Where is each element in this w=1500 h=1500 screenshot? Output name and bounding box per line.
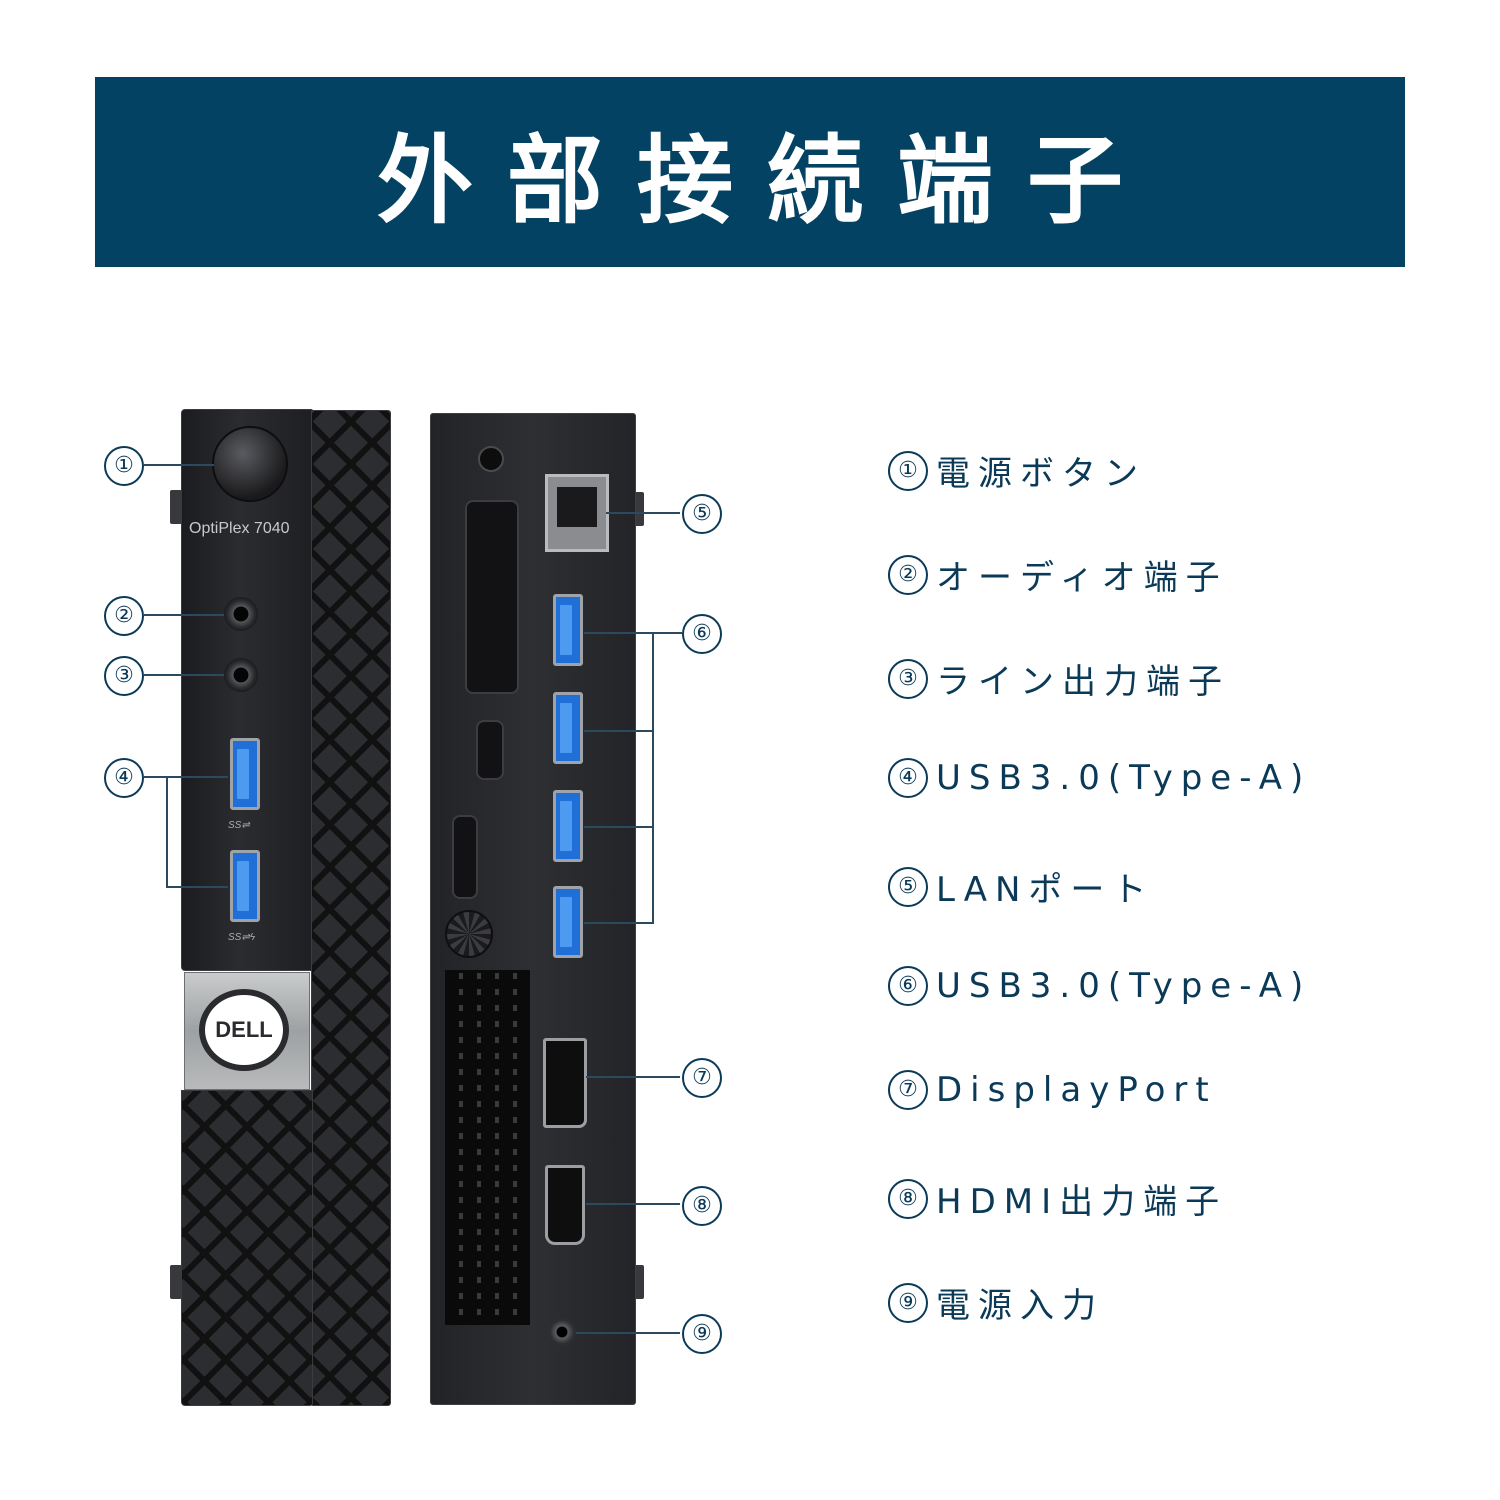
callout-line-6d [584,922,654,924]
callout-line-6c [584,826,654,828]
callout-9: ⑨ [682,1314,722,1354]
front-foot-bottom [170,1265,182,1299]
callout-line-7 [586,1076,680,1078]
legend-label: USB3.0(Type-A) [936,758,1312,798]
legend-num: ④ [888,758,928,798]
legend-item-front-usb: ④ USB3.0(Type-A) [888,758,1311,798]
page-title: 外部接続端子 [377,124,1157,237]
legend-label: USB3.0(Type-A) [936,966,1312,1006]
thumb-screw [445,910,493,958]
back-usb-port-2 [553,692,583,764]
callout-line-3 [144,674,224,676]
legend-item-hdmi: ⑧ HDMI出力端子 [888,1174,1227,1223]
legend-item-line-out: ③ ライン出力端子 [888,654,1230,703]
callout-8: ⑧ [682,1186,722,1226]
callout-1: ① [104,446,144,486]
legend-num: ② [888,554,928,595]
pc-front-grille [311,410,391,1406]
callout-line-4a [166,776,228,778]
power-button-image [212,426,288,502]
callout-line-6a [584,632,654,634]
legend-item-audio: ② オーディオ端子 [888,550,1228,599]
legend-label: ライン出力端子 [936,662,1230,702]
callout-line-6-stem [652,632,682,634]
lan-port-image [545,474,609,552]
callout-line-6b [584,730,654,732]
legend-label: HDMI出力端子 [936,1182,1228,1222]
model-label: OptiPlex 7040 [189,520,290,537]
callout-4: ④ [104,758,144,798]
legend-item-lan: ⑤ LANポート [888,862,1154,911]
callout-6: ⑥ [682,614,722,654]
legend-label: オーディオ端子 [936,558,1228,598]
displayport-image [543,1038,587,1128]
callout-line-2 [144,614,224,616]
callout-line-8 [586,1203,680,1205]
legend-num: ⑤ [888,866,928,907]
padlock-loop [476,720,504,780]
legend-num: ① [888,450,928,491]
back-vent [445,970,530,1325]
legend-item-power-button: ① 電源ボタン [888,446,1146,495]
antenna-slot [452,815,478,899]
legend-num: ⑦ [888,1070,928,1110]
dell-logo-text: DELL [215,1017,273,1042]
headphone-jack-image [224,597,258,631]
legend-item-displayport: ⑦ DisplayPort [888,1070,1217,1110]
callout-line-9 [576,1332,680,1334]
callout-line-1 [144,464,214,466]
line-out-jack-image [224,658,258,692]
expansion-slot-cover [465,500,519,694]
header-banner: 外部接続端子 [95,77,1405,267]
back-usb-port-1 [553,594,583,666]
callout-line-6-bracket [652,632,654,924]
legend-num: ③ [888,658,928,699]
callout-line-4-stem [144,776,166,778]
legend-item-power-input: ⑨ 電源入力 [888,1278,1104,1327]
legend-num: ⑨ [888,1282,928,1323]
legend-label: DisplayPort [936,1070,1217,1110]
callout-5: ⑤ [682,494,722,534]
callout-3: ③ [104,656,144,696]
callout-line-4-bracket [166,776,168,888]
usb-ss-charge-icon: SS⇌ϟ [228,932,256,943]
front-usb-port-1 [230,738,260,810]
back-usb-port-3 [553,790,583,862]
usb-ss-icon: SS⇌ [228,820,250,831]
legend-num: ⑥ [888,966,928,1006]
callout-line-4b [166,886,228,888]
pc-front-lower-grille [181,1090,313,1406]
hdmi-port-image [545,1165,585,1245]
legend-label: 電源ボタン [936,454,1146,494]
legend-label: LANポート [936,870,1155,910]
dell-logo: DELL [199,989,289,1071]
lock-slot-icon [478,446,504,472]
callout-7: ⑦ [682,1058,722,1098]
callout-line-5 [606,512,680,514]
legend-item-back-usb: ⑥ USB3.0(Type-A) [888,966,1311,1006]
front-foot-top [170,490,182,524]
back-usb-port-4 [553,886,583,958]
front-usb-port-2 [230,850,260,922]
callout-2: ② [104,596,144,636]
legend-label: 電源入力 [936,1286,1104,1326]
legend-num: ⑧ [888,1178,928,1219]
dc-power-jack-image [548,1318,576,1346]
